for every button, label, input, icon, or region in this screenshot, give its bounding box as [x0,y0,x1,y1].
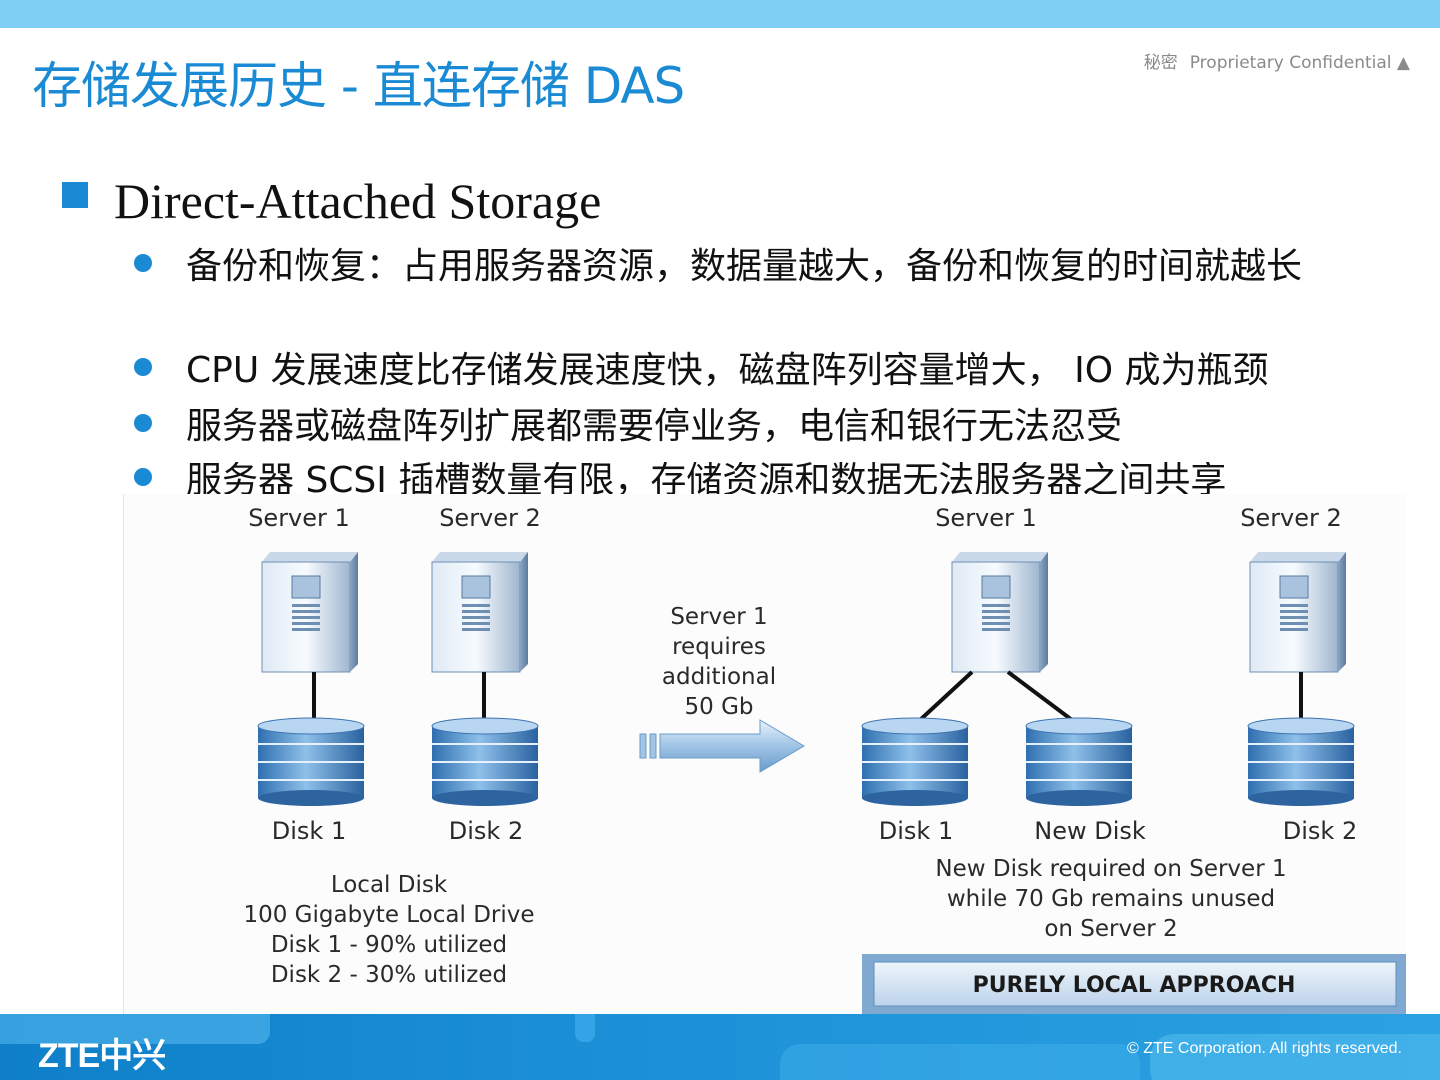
right-caption-line: on Server 2 [1044,916,1177,942]
confidential-cn: 秘密 [1144,53,1178,73]
disk-icon [862,718,968,806]
right-disk2-label: Disk 2 [1283,817,1357,845]
server-icon [1250,552,1346,672]
right-caption-line: New Disk required on Server 1 [935,856,1286,882]
left-caption-line: 100 Gigabyte Local Drive [243,902,534,928]
arrow-text-line: 50 Gb [685,694,754,720]
dot-bullet-icon [134,254,152,272]
right-new-disk-label: New Disk [1034,817,1146,845]
sub-bullet-text: 服务器或磁盘阵列扩展都需要停业务，电信和银行无法忍受 [186,404,1396,450]
left-caption-line: Local Disk [331,872,448,898]
zte-logo: ZTE中兴 [38,1028,165,1077]
arrow-text-line: additional [662,664,776,690]
left-disk2-label: Disk 2 [449,817,523,845]
server-icon [952,552,1048,672]
diagram-svg: Server 1 Server 2 Disk 1 Disk 2 Local Di… [124,494,1406,1014]
left-server2-label: Server 2 [439,504,541,532]
disk-icon [258,718,364,806]
copyright-text: © ZTE Corporation. All rights reserved. [1127,1040,1402,1058]
dot-bullet-icon [134,414,152,432]
disk-icon [1026,718,1132,806]
right-disk1-label: Disk 1 [879,817,953,845]
banner-text: PURELY LOCAL APPROACH [973,973,1296,998]
top-bar [0,0,1440,28]
right-caption-line: while 70 Gb remains unused [947,886,1275,912]
dot-bullet-icon [134,358,152,376]
main-bullet-text: Direct-Attached Storage [114,172,601,230]
slide-title: 存储发展历史 - 直连存储 DAS [32,46,684,118]
left-disk1-label: Disk 1 [272,817,346,845]
right-server2-label: Server 2 [1240,504,1342,532]
confidential-en: Proprietary Confidential ▲ [1190,53,1410,73]
dot-bullet-icon [134,468,152,486]
disk-icon [432,718,538,806]
left-server1-label: Server 1 [248,504,350,532]
confidential-label: 秘密 Proprietary Confidential ▲ [1144,48,1410,73]
left-caption-line: Disk 2 - 30% utilized [271,962,507,988]
das-diagram: Server 1 Server 2 Disk 1 Disk 2 Local Di… [123,494,1406,1014]
square-bullet-icon [62,182,88,208]
approach-banner: PURELY LOCAL APPROACH [862,954,1406,1014]
server-icon [432,552,528,672]
disk-icon [1248,718,1354,806]
arrow-text-line: Server 1 [670,604,767,630]
server-icon [262,552,358,672]
sub-bullet-text: 备份和恢复：占用服务器资源，数据量越大，备份和恢复的时间就越长 [186,244,1396,290]
footer: ZTE中兴 © ZTE Corporation. All rights rese… [0,1014,1440,1080]
left-caption-line: Disk 1 - 90% utilized [271,932,507,958]
sub-bullet-text: 服务器 SCSI 插槽数量有限，存储资源和数据无法服务器之间共享 [186,462,1396,496]
sub-bullet-text: CPU 发展速度比存储发展速度快，磁盘阵列容量增大， IO 成为瓶颈 [186,348,1396,394]
arrow-icon [640,720,804,772]
right-server1-label: Server 1 [935,504,1037,532]
sub-bullet-4: 服务器 SCSI 插槽数量有限，存储资源和数据无法服务器之间共享 [0,462,1440,496]
arrow-text-line: requires [672,634,766,660]
